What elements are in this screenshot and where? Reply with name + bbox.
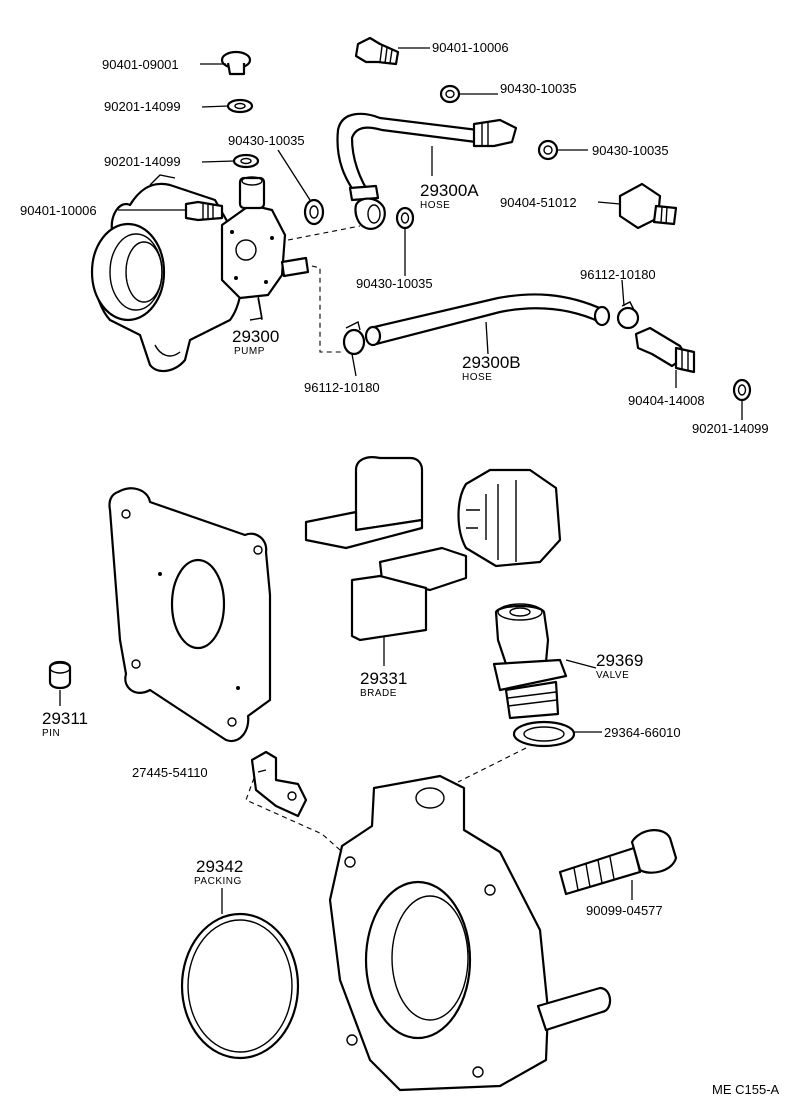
- hose-29300B: [364, 293, 611, 347]
- clamp-96112-10180-right: [616, 301, 640, 330]
- label-90401-09001: 90401-09001: [102, 57, 179, 72]
- label-27445-54110: 27445-54110: [132, 765, 208, 780]
- bolt-90099-04577: [558, 829, 678, 896]
- washer-90201-14099-c: [732, 378, 752, 402]
- label-90404-14008: 90404-14008: [628, 393, 705, 408]
- leader-lines-lower: [59, 636, 633, 914]
- pump-housing: [328, 774, 612, 1092]
- label-29331: 29331: [360, 669, 407, 688]
- label-90201-14099-c: 90201-14099: [692, 421, 769, 436]
- label-29300B-name: HOSE: [462, 372, 492, 383]
- pump-29300: [220, 176, 310, 321]
- label-29300: 29300: [232, 327, 279, 346]
- washer-90430-10035-top: [439, 84, 461, 104]
- label-90430-10035-d: 90430-10035: [356, 276, 433, 291]
- label-90404-51012: 90404-51012: [500, 195, 577, 210]
- footer-code: ME C155-A: [712, 1082, 780, 1097]
- washer-90430-10035-right: [537, 139, 559, 161]
- label-29311-name: PIN: [42, 728, 60, 739]
- label-90201-14099-b: 90201-14099: [104, 154, 181, 169]
- alternator-body: [90, 174, 243, 373]
- clamp-96112-10180-left: [342, 320, 366, 356]
- label-29300-name: PUMP: [234, 346, 265, 357]
- rotor: [457, 468, 562, 568]
- bolt-90401-10006-top: [354, 36, 400, 66]
- assembly-line-pump-hose: [287, 225, 361, 241]
- label-29331-name: BRADE: [360, 688, 397, 699]
- label-29300A-name: HOSE: [420, 200, 450, 211]
- assembly-line-valve-housing: [457, 747, 527, 783]
- bolt-90401-10006-left: [184, 200, 224, 222]
- label-96112-10180-b: 96112-10180: [580, 267, 656, 282]
- washer-90430-10035-mid: [395, 206, 415, 230]
- label-96112-10180-a: 96112-10180: [304, 380, 380, 395]
- blade-29331: [304, 456, 468, 642]
- label-29369: 29369: [596, 651, 643, 670]
- packing-29342: [180, 912, 300, 1060]
- label-29364-66010: 29364-66010: [604, 725, 681, 740]
- assembly-line-bracket-housing: [245, 777, 341, 851]
- gasket-29364-66010: [512, 720, 576, 748]
- label-90430-10035-c: 90430-10035: [592, 143, 669, 158]
- connector-90404-51012: [618, 182, 678, 230]
- pin-29311: [48, 660, 72, 690]
- bracket-27445-54110: [250, 750, 308, 818]
- label-90401-10006-a: 90401-10006: [20, 203, 97, 218]
- connector-90404-14008: [634, 326, 696, 374]
- label-29342-name: PACKING: [194, 876, 242, 887]
- valve-29369: [492, 603, 568, 720]
- label-29300A: 29300A: [420, 181, 479, 200]
- label-90430-10035-a: 90430-10035: [228, 133, 305, 148]
- label-29342: 29342: [196, 857, 243, 876]
- leader-lines-upper: [118, 47, 743, 420]
- label-90401-10006-b: 90401-10006: [432, 40, 509, 55]
- label-90430-10035-b: 90430-10035: [500, 81, 577, 96]
- washer-90201-14099-a: [226, 98, 254, 114]
- hose-29300A: [336, 112, 518, 230]
- washer-90201-14099-b: [232, 153, 260, 169]
- cover-plate: [108, 487, 272, 743]
- label-90099-04577: 90099-04577: [586, 903, 663, 918]
- label-29311: 29311: [42, 709, 88, 728]
- washer-90430-10035-pump: [303, 198, 325, 226]
- assembly-line-pump-clamp: [311, 265, 344, 353]
- cap-90401-09001: [220, 50, 252, 76]
- label-90201-14099-a: 90201-14099: [104, 99, 181, 114]
- label-29369-name: VALVE: [596, 670, 629, 681]
- label-29300B: 29300B: [462, 353, 521, 372]
